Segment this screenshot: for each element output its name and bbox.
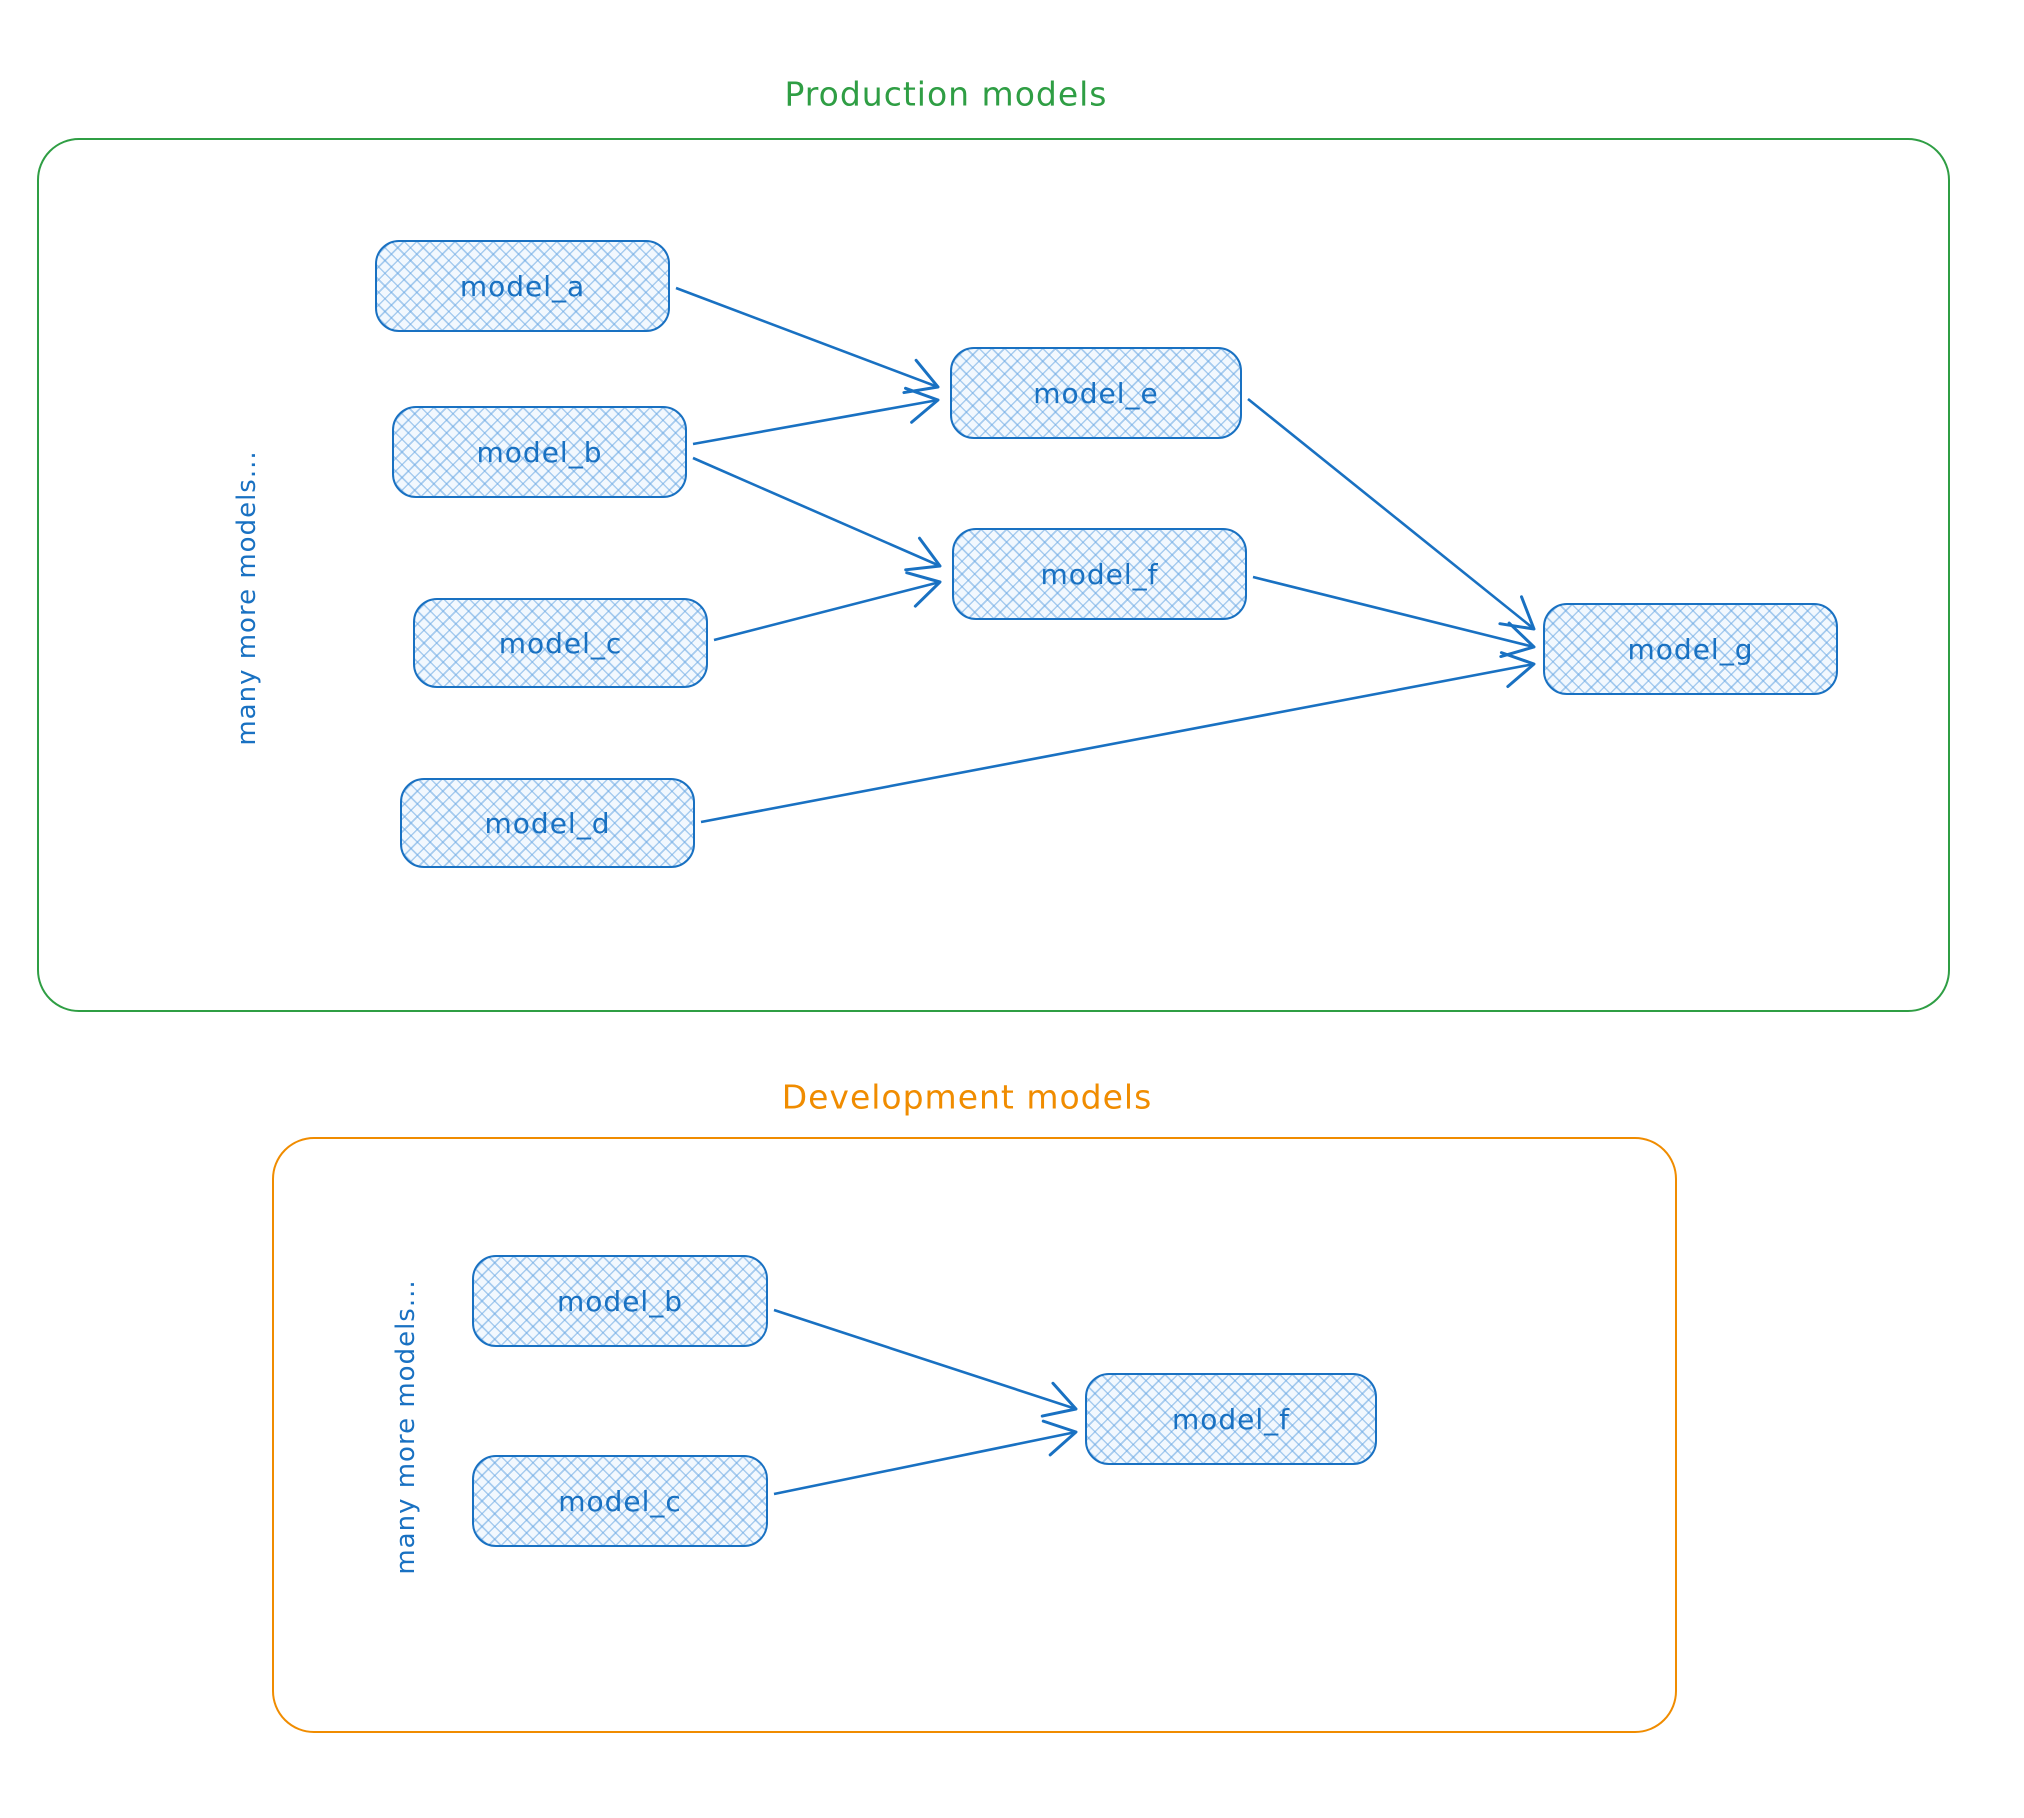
node-model-f-label: model_f bbox=[1040, 557, 1159, 591]
production-section-frame bbox=[37, 138, 1950, 1012]
node-model-d-label: model_d bbox=[484, 806, 611, 840]
node-model-g: model_g bbox=[1543, 603, 1838, 695]
node-model-a: model_a bbox=[375, 240, 670, 332]
node-model-b-label: model_b bbox=[476, 435, 603, 469]
node-dev-model-c-label: model_c bbox=[558, 1484, 682, 1518]
node-model-c: model_c bbox=[413, 598, 708, 688]
node-dev-model-f: model_f bbox=[1085, 1373, 1377, 1465]
node-dev-model-f-label: model_f bbox=[1171, 1402, 1291, 1436]
development-title: Development models bbox=[781, 1077, 1153, 1117]
node-model-g-label: model_g bbox=[1627, 632, 1754, 666]
node-dev-model-b: model_b bbox=[472, 1255, 768, 1347]
production-title: Production models bbox=[784, 74, 1108, 114]
node-model-b: model_b bbox=[392, 406, 687, 498]
production-side-label: many more models... bbox=[232, 450, 262, 746]
node-dev-model-b-label: model_b bbox=[557, 1284, 683, 1318]
node-model-a-label: model_a bbox=[459, 269, 586, 303]
node-model-c-label: model_c bbox=[498, 626, 623, 660]
development-section-frame bbox=[272, 1137, 1677, 1733]
node-model-f: model_f bbox=[952, 528, 1247, 620]
node-dev-model-c: model_c bbox=[472, 1455, 768, 1547]
node-model-e-label: model_e bbox=[1033, 376, 1159, 410]
node-model-d: model_d bbox=[400, 778, 695, 868]
development-side-label: many more models... bbox=[391, 1279, 421, 1575]
node-model-e: model_e bbox=[950, 347, 1242, 439]
